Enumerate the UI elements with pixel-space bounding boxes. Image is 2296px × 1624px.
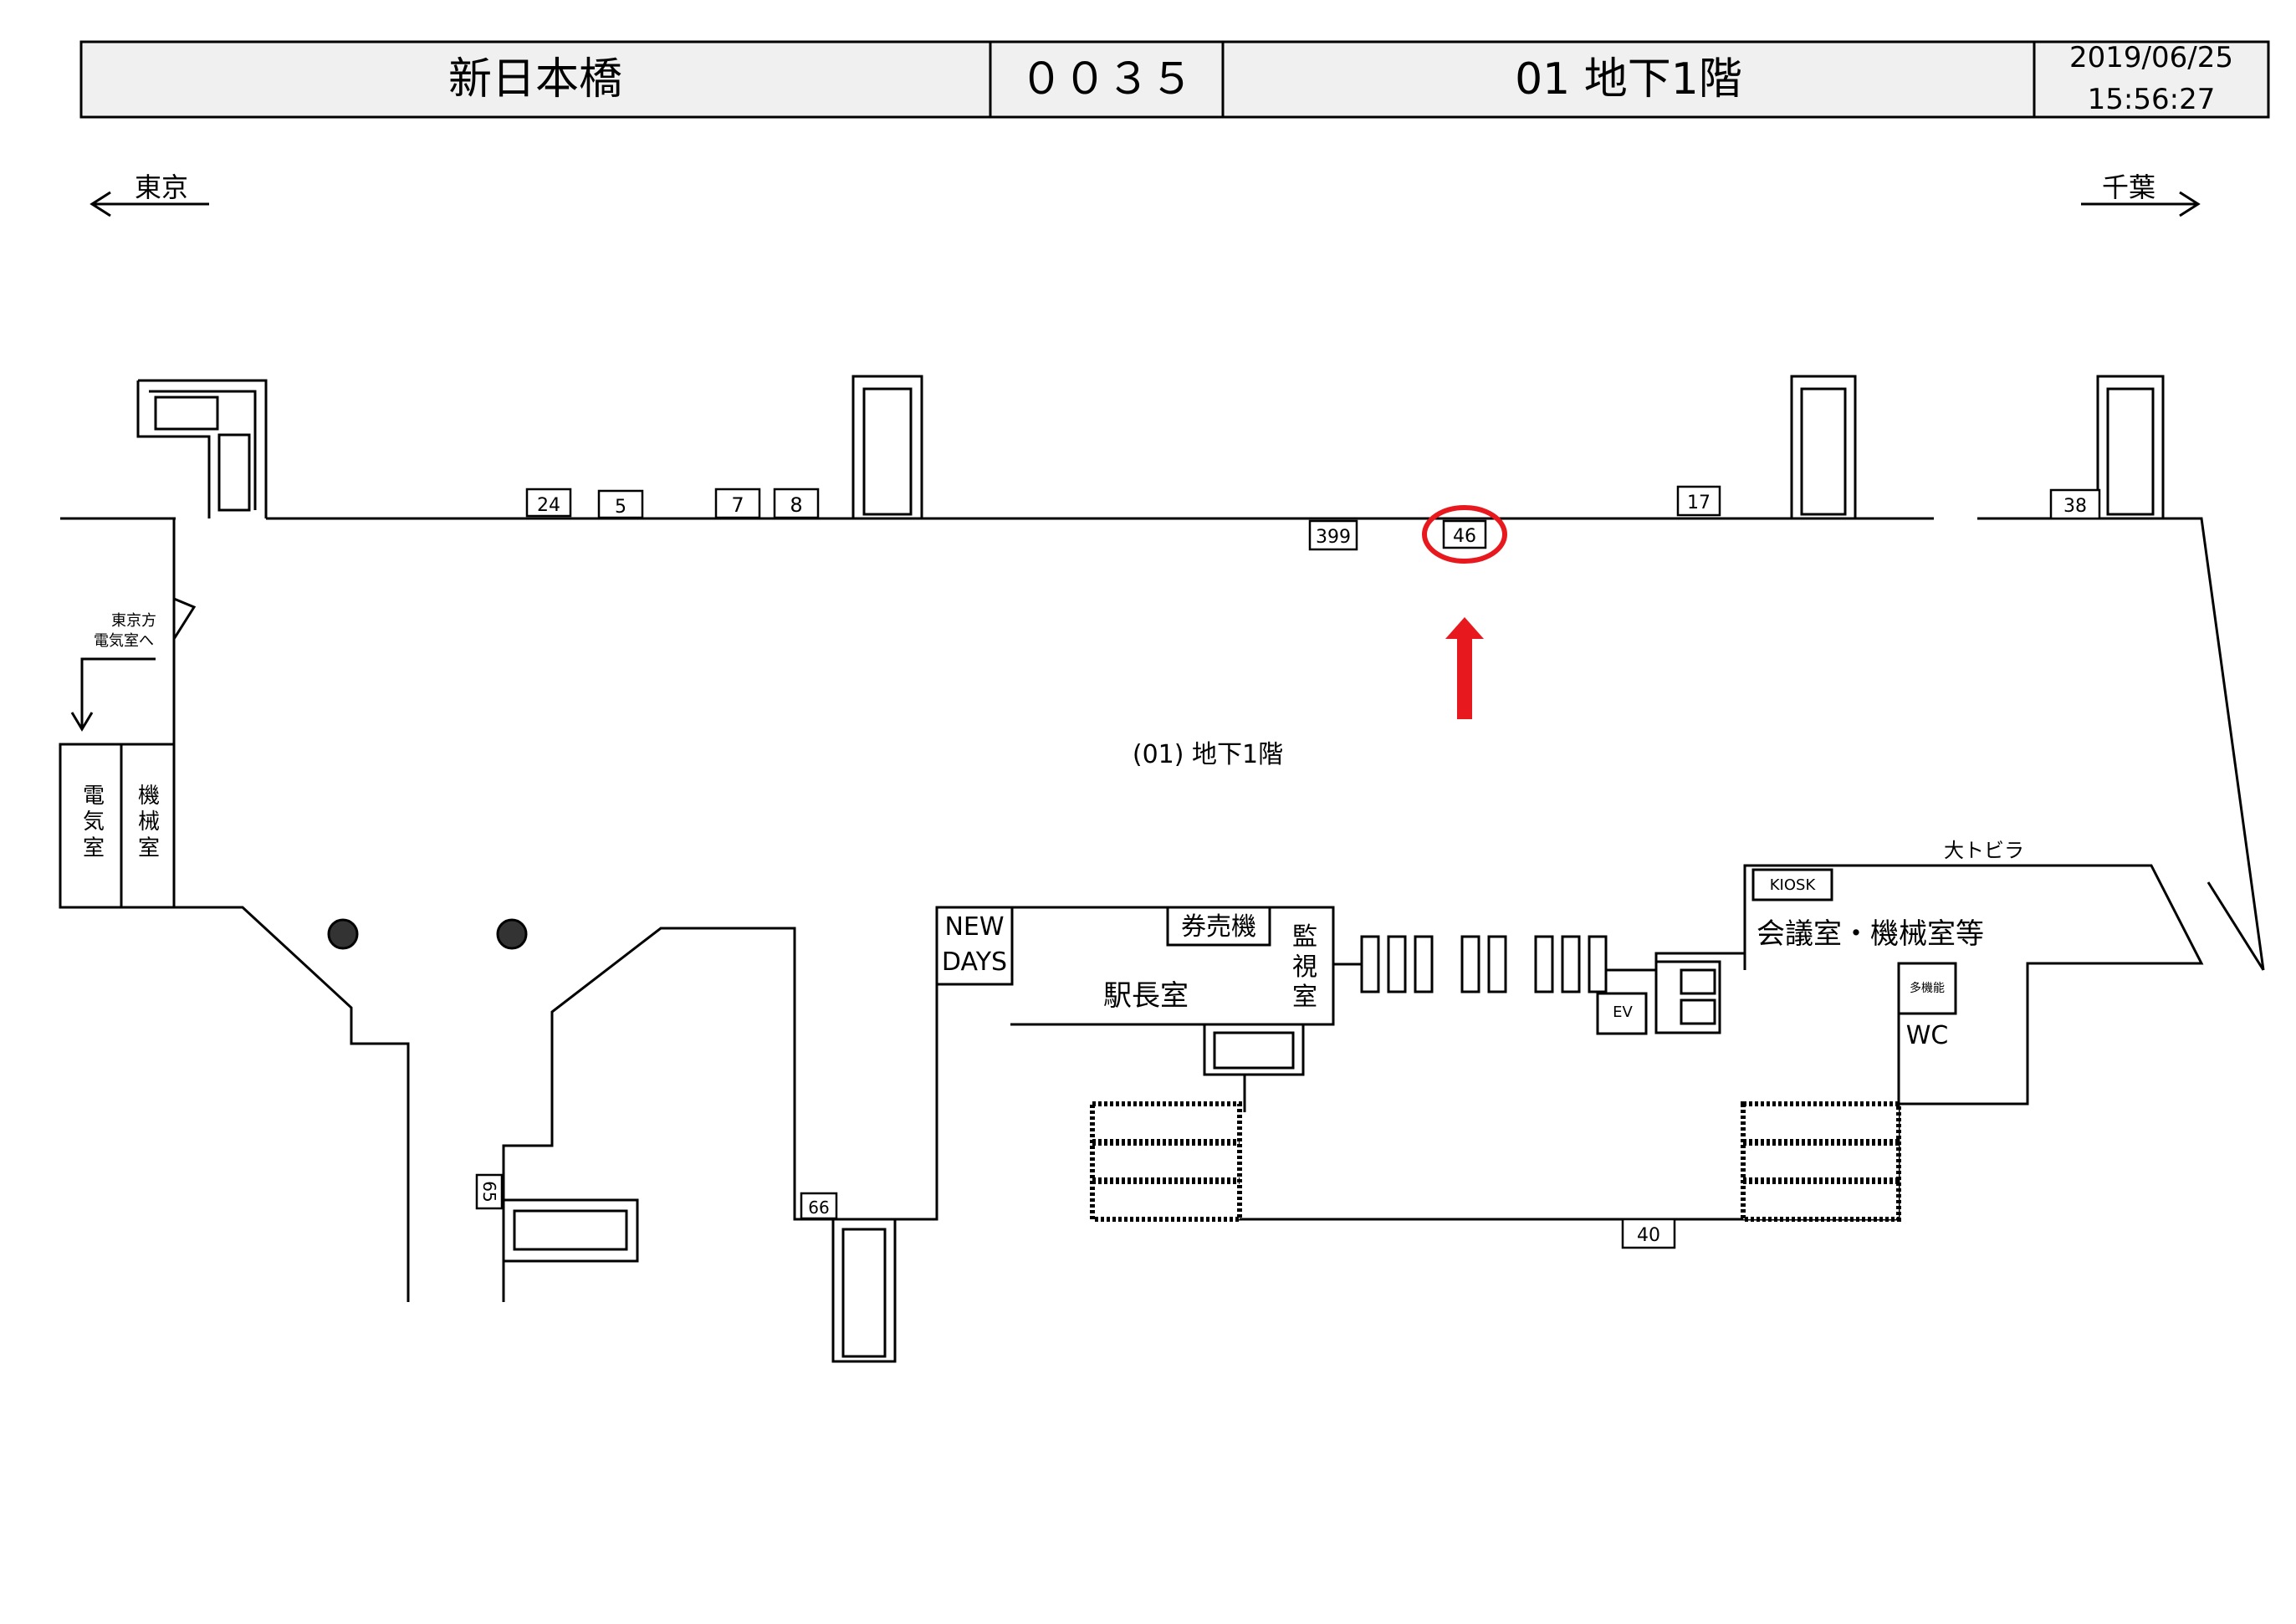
ticket-machine-label: 券売機 [1181,912,1256,942]
meeting-room-label: 会議室・機械室等 [1757,917,1984,951]
ad-tag-label: 66 [808,1198,829,1218]
kiosk-label: KIOSK [1770,876,1817,894]
multi-box [1897,962,1957,1015]
ad-tag[interactable]: 7 [714,488,761,519]
monitor-room-label: 監視室 [1292,922,1317,1012]
highlight-marker [1422,505,1507,719]
ad-tag[interactable]: 40 [1621,1218,1676,1249]
tokyo-note-2: 電気室へ [94,632,154,650]
highlight-arrow-head [1445,617,1484,639]
header-bar: 新日本橋 ００３５ 01 地下1階 2019/06/25 15:56:27 [79,40,2270,119]
direction-left-label: 東京 [135,171,188,203]
floor-label: (01) 地下1階 [1133,740,1283,769]
ad-tag[interactable]: 65 [475,1173,504,1210]
highlight-arrow-shaft [1457,636,1472,719]
wc-label: WC [1906,1021,1949,1050]
time-stamp: 15:56:27 [2088,83,2216,116]
direction-right-label: 千葉 [2102,171,2155,203]
ev-label: EV [1613,1004,1633,1021]
ad-tag[interactable]: 66 [800,1192,838,1220]
electric-room-label: 電気室 [83,784,105,861]
stairs [136,375,2165,1363]
ad-tag[interactable]: 5 [597,489,644,519]
ad-tag[interactable]: 24 [525,488,572,518]
newdays-label-2: DAYS [942,947,1007,977]
ad-tag[interactable]: 17 [1676,485,1721,517]
newdays-box [935,906,1014,986]
floor-title: 01 地下1階 [1515,54,1742,105]
ad-tag-label: 40 [1637,1225,1660,1246]
ad-tag-label: 65 [479,1181,499,1202]
tokyo-note-1: 東京方 [111,612,156,630]
ad-positions: 24 5 7 8 399 46 17 38 [475,485,2101,1249]
highlight-ring [1422,505,1507,564]
pillars [327,918,528,950]
date-stamp: 2019/06/25 [2069,41,2233,74]
ev-box [1596,992,1648,1035]
kiosk-box [1751,868,1833,901]
direction-left: 東京 [89,171,209,217]
newdays-label-1: NEW [944,912,1004,942]
ticket-machine-box [1166,906,1271,947]
ad-tag-label: 399 [1316,527,1351,548]
ad-tag-label: 24 [537,495,560,516]
ad-tag-label: 7 [731,493,744,517]
direction-right: 千葉 [2081,171,2201,217]
ad-tag-label: 8 [790,493,802,517]
ad-tag-label: 46 [1453,526,1476,547]
multi-label: 多機能 [1910,981,1945,995]
machine-room-label: 機械室 [138,784,160,861]
ad-tag-label: 17 [1687,493,1710,513]
ad-tag-label: 5 [615,497,626,518]
ad-tag-label: 38 [2063,496,2087,517]
station-master-label: 駅長室 [1103,979,1189,1013]
station-name: 新日本橋 [448,54,622,105]
ad-tag[interactable]: 8 [773,488,820,519]
ad-tag[interactable]: 38 [2049,488,2101,520]
big-door-label: 大トビラ [1944,839,2024,862]
room-labels: 東京方 電気室へ 電気室 機械室 NEW DAYS 券売機 駅長室 監視室 EV… [83,612,2024,1050]
station-code: ００３５ [1020,54,1194,105]
ad-tag-highlighted[interactable]: 46 [1442,519,1487,549]
ad-tag[interactable]: 399 [1308,519,1358,551]
